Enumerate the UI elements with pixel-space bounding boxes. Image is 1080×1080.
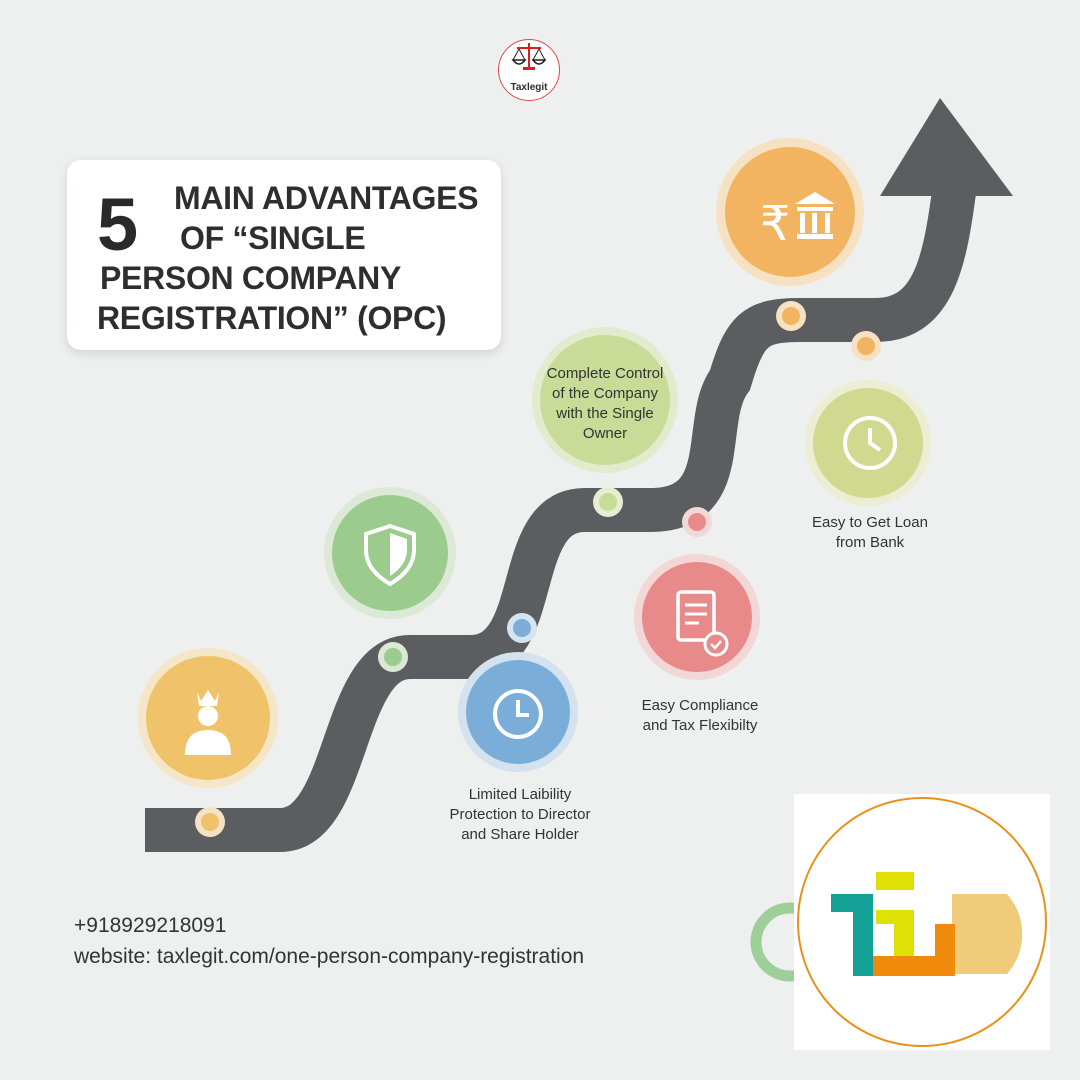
label-line: and Tax Flexibilty — [642, 717, 758, 734]
scales-icon — [511, 43, 547, 70]
clock-icon — [458, 652, 578, 772]
label-line: and Share Holder — [461, 826, 579, 843]
crown-person-icon — [138, 648, 278, 788]
label-line: with the Single — [556, 405, 654, 422]
svg-text:₹: ₹ — [760, 196, 791, 252]
taxlegit-logo: Taxlegit — [498, 39, 560, 101]
advantage-label-loan: Easy to Get Loan from Bank — [770, 513, 970, 553]
arrow-head — [880, 98, 1013, 196]
website-link[interactable]: website: taxlegit.com/one-person-company… — [74, 945, 585, 968]
label-line: Owner — [582, 425, 628, 442]
document-check-icon — [634, 554, 760, 680]
loan-clock-icon — [805, 380, 931, 506]
advantage-label-compliance: Easy Compliance and Tax Flexibilty — [600, 696, 800, 736]
path-dots — [195, 301, 881, 837]
title-line: OF “SINGLE — [180, 220, 366, 256]
rupee-bank-icon: ₹ — [716, 138, 864, 286]
control-circle — [532, 327, 678, 473]
title-line: REGISTRATION” (OPC) — [97, 300, 447, 336]
label-line: from Bank — [835, 534, 905, 551]
phone-number: +918929218091 — [74, 914, 227, 937]
shield-icon — [324, 487, 456, 619]
label-line: Easy to Get Loan — [812, 514, 928, 531]
advantage-label-liability: Limited Laibility Protection to Director… — [410, 785, 630, 845]
label-line: Complete Control — [546, 365, 664, 382]
title-number: 5 — [97, 183, 139, 266]
label-line: of the Company — [552, 385, 658, 402]
title-card: 5 MAIN ADVANTAGES OF “SINGLE PERSON COMP… — [67, 160, 501, 350]
label-line: Limited Laibility — [468, 786, 572, 803]
brand-name: Taxlegit — [510, 82, 548, 93]
growth-path — [145, 182, 977, 852]
label-line: Easy Compliance — [641, 697, 759, 714]
advantage-label-control: Complete Control of the Company with the… — [505, 364, 705, 444]
title-line: PERSON COMPANY — [100, 260, 402, 296]
tgd-watermark-logo — [794, 794, 1050, 1050]
label-line: Protection to Director — [449, 806, 591, 823]
title-line: MAIN ADVANTAGES — [174, 180, 479, 216]
